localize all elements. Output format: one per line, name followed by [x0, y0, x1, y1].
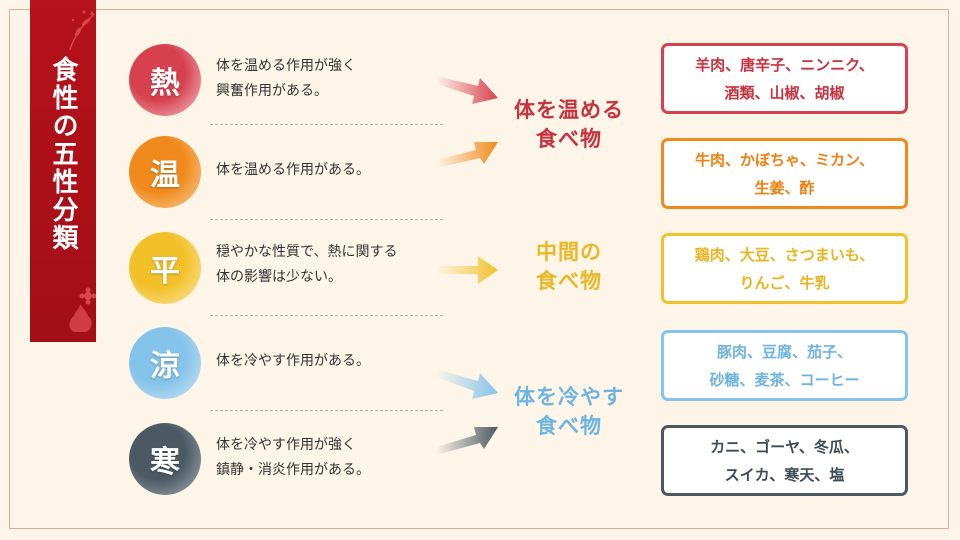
circle-kan: 寒	[129, 423, 201, 495]
description: 体を冷やす作用が強く 鎮静・消炎作用がある。	[216, 433, 456, 483]
row-kan: 寒 体を冷やす作用が強く 鎮静・消炎作用がある。	[0, 421, 960, 501]
separator	[210, 124, 443, 125]
category-line: 中間の	[536, 240, 602, 264]
food-line: 砂糖、麦茶、コーヒー	[709, 370, 860, 389]
row-netsu: 熱 体を温める作用が強く 興奮作用がある。	[0, 40, 960, 120]
description-line: 鎮静・消炎作用がある。	[216, 462, 370, 478]
row-on: 温 体を温める作用がある。	[0, 134, 960, 214]
category-line: 食べ物	[536, 269, 602, 293]
food-box-kan: カニ、ゴーヤ、冬瓜、 スイカ、寒天、塩	[661, 425, 908, 496]
circle-on: 温	[129, 136, 201, 208]
banner-title: 食性の五性分類	[48, 56, 78, 252]
circle-char: 熱	[150, 66, 180, 101]
description-line: 興奮作用がある。	[216, 83, 328, 99]
title-banner: 食性の五性分類	[30, 0, 96, 342]
food-line: 牛肉、かぼちゃ、ミカン、	[694, 150, 875, 169]
garlic-decoration-icon	[69, 287, 96, 332]
arrow-icon	[436, 76, 498, 104]
description: 体を冷やす作用がある。	[216, 349, 456, 374]
row-ryou: 涼 体を冷やす作用がある。	[0, 325, 960, 405]
separator	[210, 219, 443, 220]
food-line: スイカ、寒天、塩	[724, 465, 845, 484]
circle-char: 涼	[150, 349, 180, 384]
circle-ryou: 涼	[129, 327, 201, 399]
description: 体を温める作用がある。	[216, 158, 456, 183]
food-line: 鶏肉、大豆、さつまいも、	[694, 245, 875, 264]
category-line: 食べ物	[536, 414, 602, 438]
arrow-icon	[436, 142, 498, 168]
description-line: 穏やかな性質で、熱に関する	[216, 244, 398, 260]
food-line: カニ、ゴーヤ、冬瓜、	[710, 437, 859, 456]
arrow-icon	[436, 427, 498, 455]
food-box-hei: 鶏肉、大豆、さつまいも、 りんご、牛乳	[661, 233, 908, 304]
separator	[210, 315, 443, 316]
food-box-ryou: 豚肉、豆腐、茄子、 砂糖、麦茶、コーヒー	[661, 330, 908, 401]
food-line: 羊肉、唐辛子、ニンニク、	[695, 55, 874, 74]
flower-decoration-icon	[69, 10, 95, 51]
circle-char: 寒	[150, 445, 180, 480]
category-warming: 体を温める 食べ物	[496, 96, 642, 154]
category-line: 食べ物	[536, 127, 602, 151]
food-line: 豚肉、豆腐、茄子、	[716, 342, 852, 361]
description-line: 体を冷やす作用が強く	[216, 437, 356, 453]
food-line: 生姜、酢	[754, 178, 815, 197]
food-box-netsu: 羊肉、唐辛子、ニンニク、 酒類、山椒、胡椒	[661, 43, 908, 114]
description-line: 体を温める作用がある。	[216, 162, 370, 178]
description-line: 体を温める作用が強く	[216, 58, 356, 74]
description-line: 体の影響は少ない。	[216, 269, 342, 285]
arrow-icon	[436, 369, 498, 399]
food-box-on: 牛肉、かぼちゃ、ミカン、 生姜、酢	[661, 138, 908, 209]
circle-char: 平	[150, 254, 180, 289]
description: 穏やかな性質で、熱に関する 体の影響は少ない。	[216, 240, 456, 290]
category-line: 体を冷やす	[514, 385, 624, 409]
category-cooling: 体を冷やす 食べ物	[496, 383, 642, 441]
row-hei: 平 穏やかな性質で、熱に関する 体の影響は少ない。	[0, 228, 960, 308]
page-frame	[9, 9, 949, 529]
circle-hei: 平	[129, 232, 201, 304]
separator	[210, 410, 443, 411]
food-line: 酒類、山椒、胡椒	[724, 83, 845, 102]
arrow-icon	[436, 256, 498, 284]
description: 体を温める作用が強く 興奮作用がある。	[216, 54, 456, 104]
circle-netsu: 熱	[129, 44, 201, 116]
category-line: 体を温める	[514, 98, 624, 122]
category-neutral: 中間の 食べ物	[496, 238, 642, 296]
food-line: りんご、牛乳	[739, 273, 830, 292]
description-line: 体を冷やす作用がある。	[216, 353, 370, 369]
circle-char: 温	[150, 158, 180, 193]
